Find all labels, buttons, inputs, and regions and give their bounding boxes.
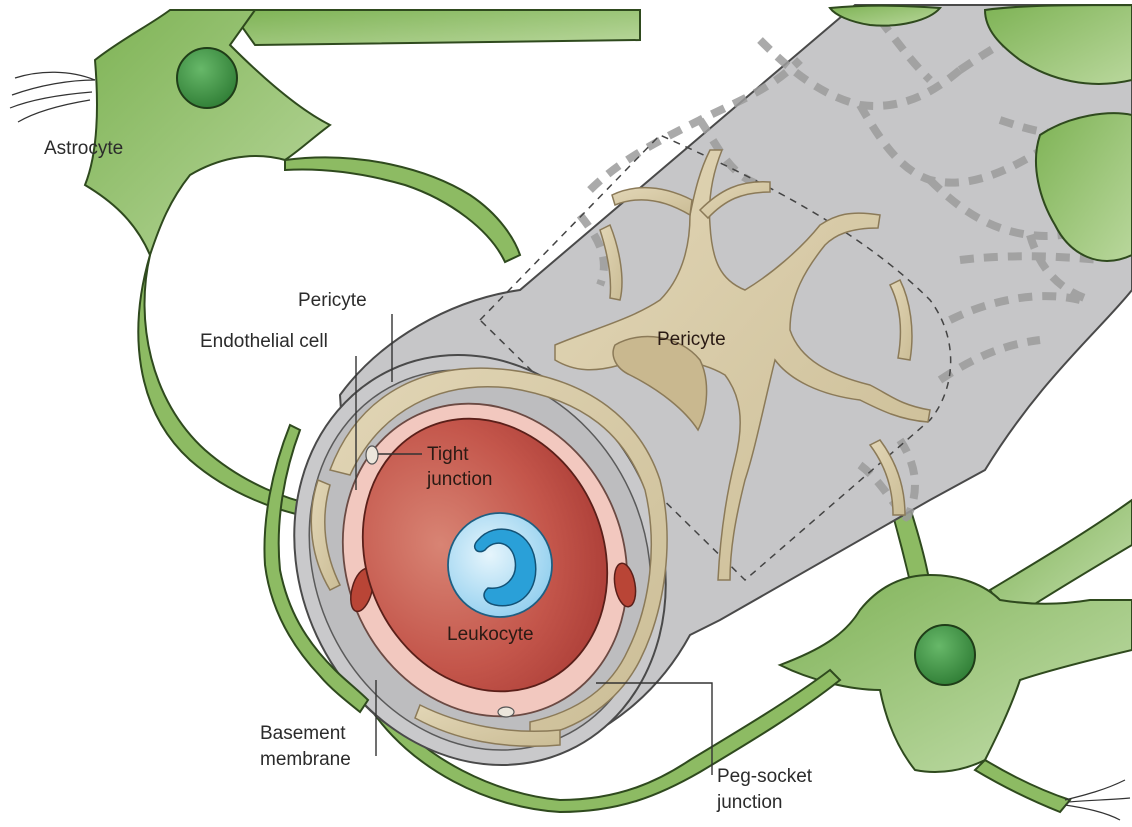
label-leukocyte: Leukocyte (447, 624, 534, 645)
astrocyte-process-down (138, 255, 315, 518)
tight-junction-marker-bottom (498, 707, 514, 717)
label-tight-junction-2: junction (426, 469, 493, 490)
astrocyte-filopodia (10, 72, 95, 122)
label-pericyte-top: Pericyte (298, 290, 367, 311)
label-basement-membrane-2: membrane (260, 749, 351, 770)
astrocyte-process-top (230, 10, 640, 45)
astrocyte-nucleus (177, 48, 237, 108)
astrocyte-nucleus-lower (915, 625, 975, 685)
label-endothelial-cell: Endothelial cell (200, 331, 328, 352)
astrocyte-process-right (285, 157, 520, 262)
label-tight-junction-1: Tight (427, 444, 469, 465)
label-peg-socket-2: junction (716, 792, 783, 813)
label-astrocyte: Astrocyte (44, 138, 123, 159)
astrocyte-filopodia-lower (1065, 780, 1130, 820)
astrocyte-body (85, 10, 330, 255)
label-basement-membrane-1: Basement (260, 723, 346, 744)
astrocyte-process-lower (975, 760, 1070, 812)
tight-junction-marker-top (366, 446, 378, 464)
label-pericyte-center: Pericyte (657, 329, 726, 350)
leukocyte-icon (448, 513, 552, 617)
label-peg-socket-1: Peg-socket (717, 766, 813, 787)
